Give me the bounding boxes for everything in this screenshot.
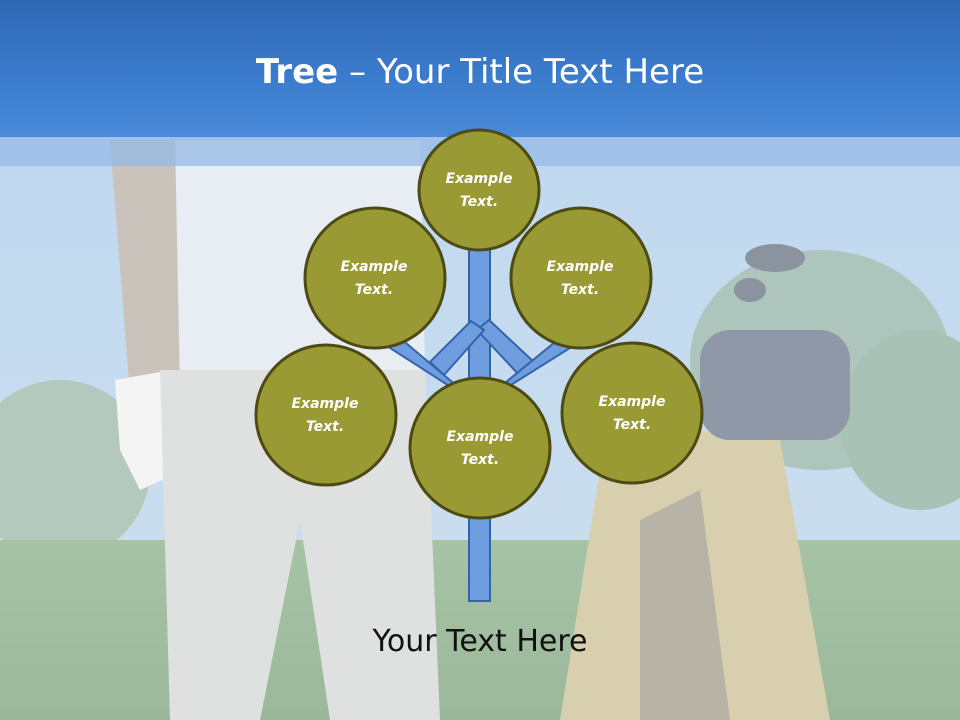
node-label-upper-left: Example Text. bbox=[314, 256, 434, 302]
node-label-upper-right: Example Text. bbox=[520, 256, 640, 302]
node-circle-top bbox=[417, 128, 541, 252]
node-circle-lower-left bbox=[254, 343, 398, 487]
node-circle-center bbox=[408, 376, 552, 520]
node-circle-upper-left bbox=[303, 206, 447, 350]
node-text-line1: Example bbox=[291, 396, 359, 412]
node-text-line1: Example bbox=[446, 429, 514, 445]
node-circle-lower-right bbox=[560, 341, 704, 485]
node-text-line1: Example bbox=[445, 171, 513, 187]
slide-title: Tree – Your Title Text Here bbox=[0, 52, 960, 92]
node-circle-upper-right bbox=[509, 206, 653, 350]
node-text-line2: Text. bbox=[354, 282, 394, 298]
title-bar bbox=[0, 0, 960, 137]
node-label-top: Example Text. bbox=[419, 168, 539, 214]
branch-left-lower bbox=[428, 319, 486, 377]
title-bold: Tree bbox=[255, 52, 339, 92]
node-text-line2: Text. bbox=[560, 282, 600, 298]
node-label-lower-left: Example Text. bbox=[265, 393, 385, 439]
title-dash: – bbox=[338, 52, 377, 92]
node-text-line2: Text. bbox=[459, 194, 499, 210]
node-text-line2: Text. bbox=[305, 419, 345, 435]
title-rest: Your Title Text Here bbox=[376, 52, 705, 92]
node-text-line2: Text. bbox=[460, 452, 500, 468]
node-text-line1: Example bbox=[598, 394, 666, 410]
node-label-center: Example Text. bbox=[420, 426, 540, 472]
node-text-line2: Text. bbox=[612, 417, 652, 433]
node-label-lower-right: Example Text. bbox=[572, 391, 692, 437]
node-text-line1: Example bbox=[340, 259, 408, 275]
slide-subtitle: Your Text Here bbox=[372, 624, 588, 659]
node-text-line1: Example bbox=[546, 259, 614, 275]
